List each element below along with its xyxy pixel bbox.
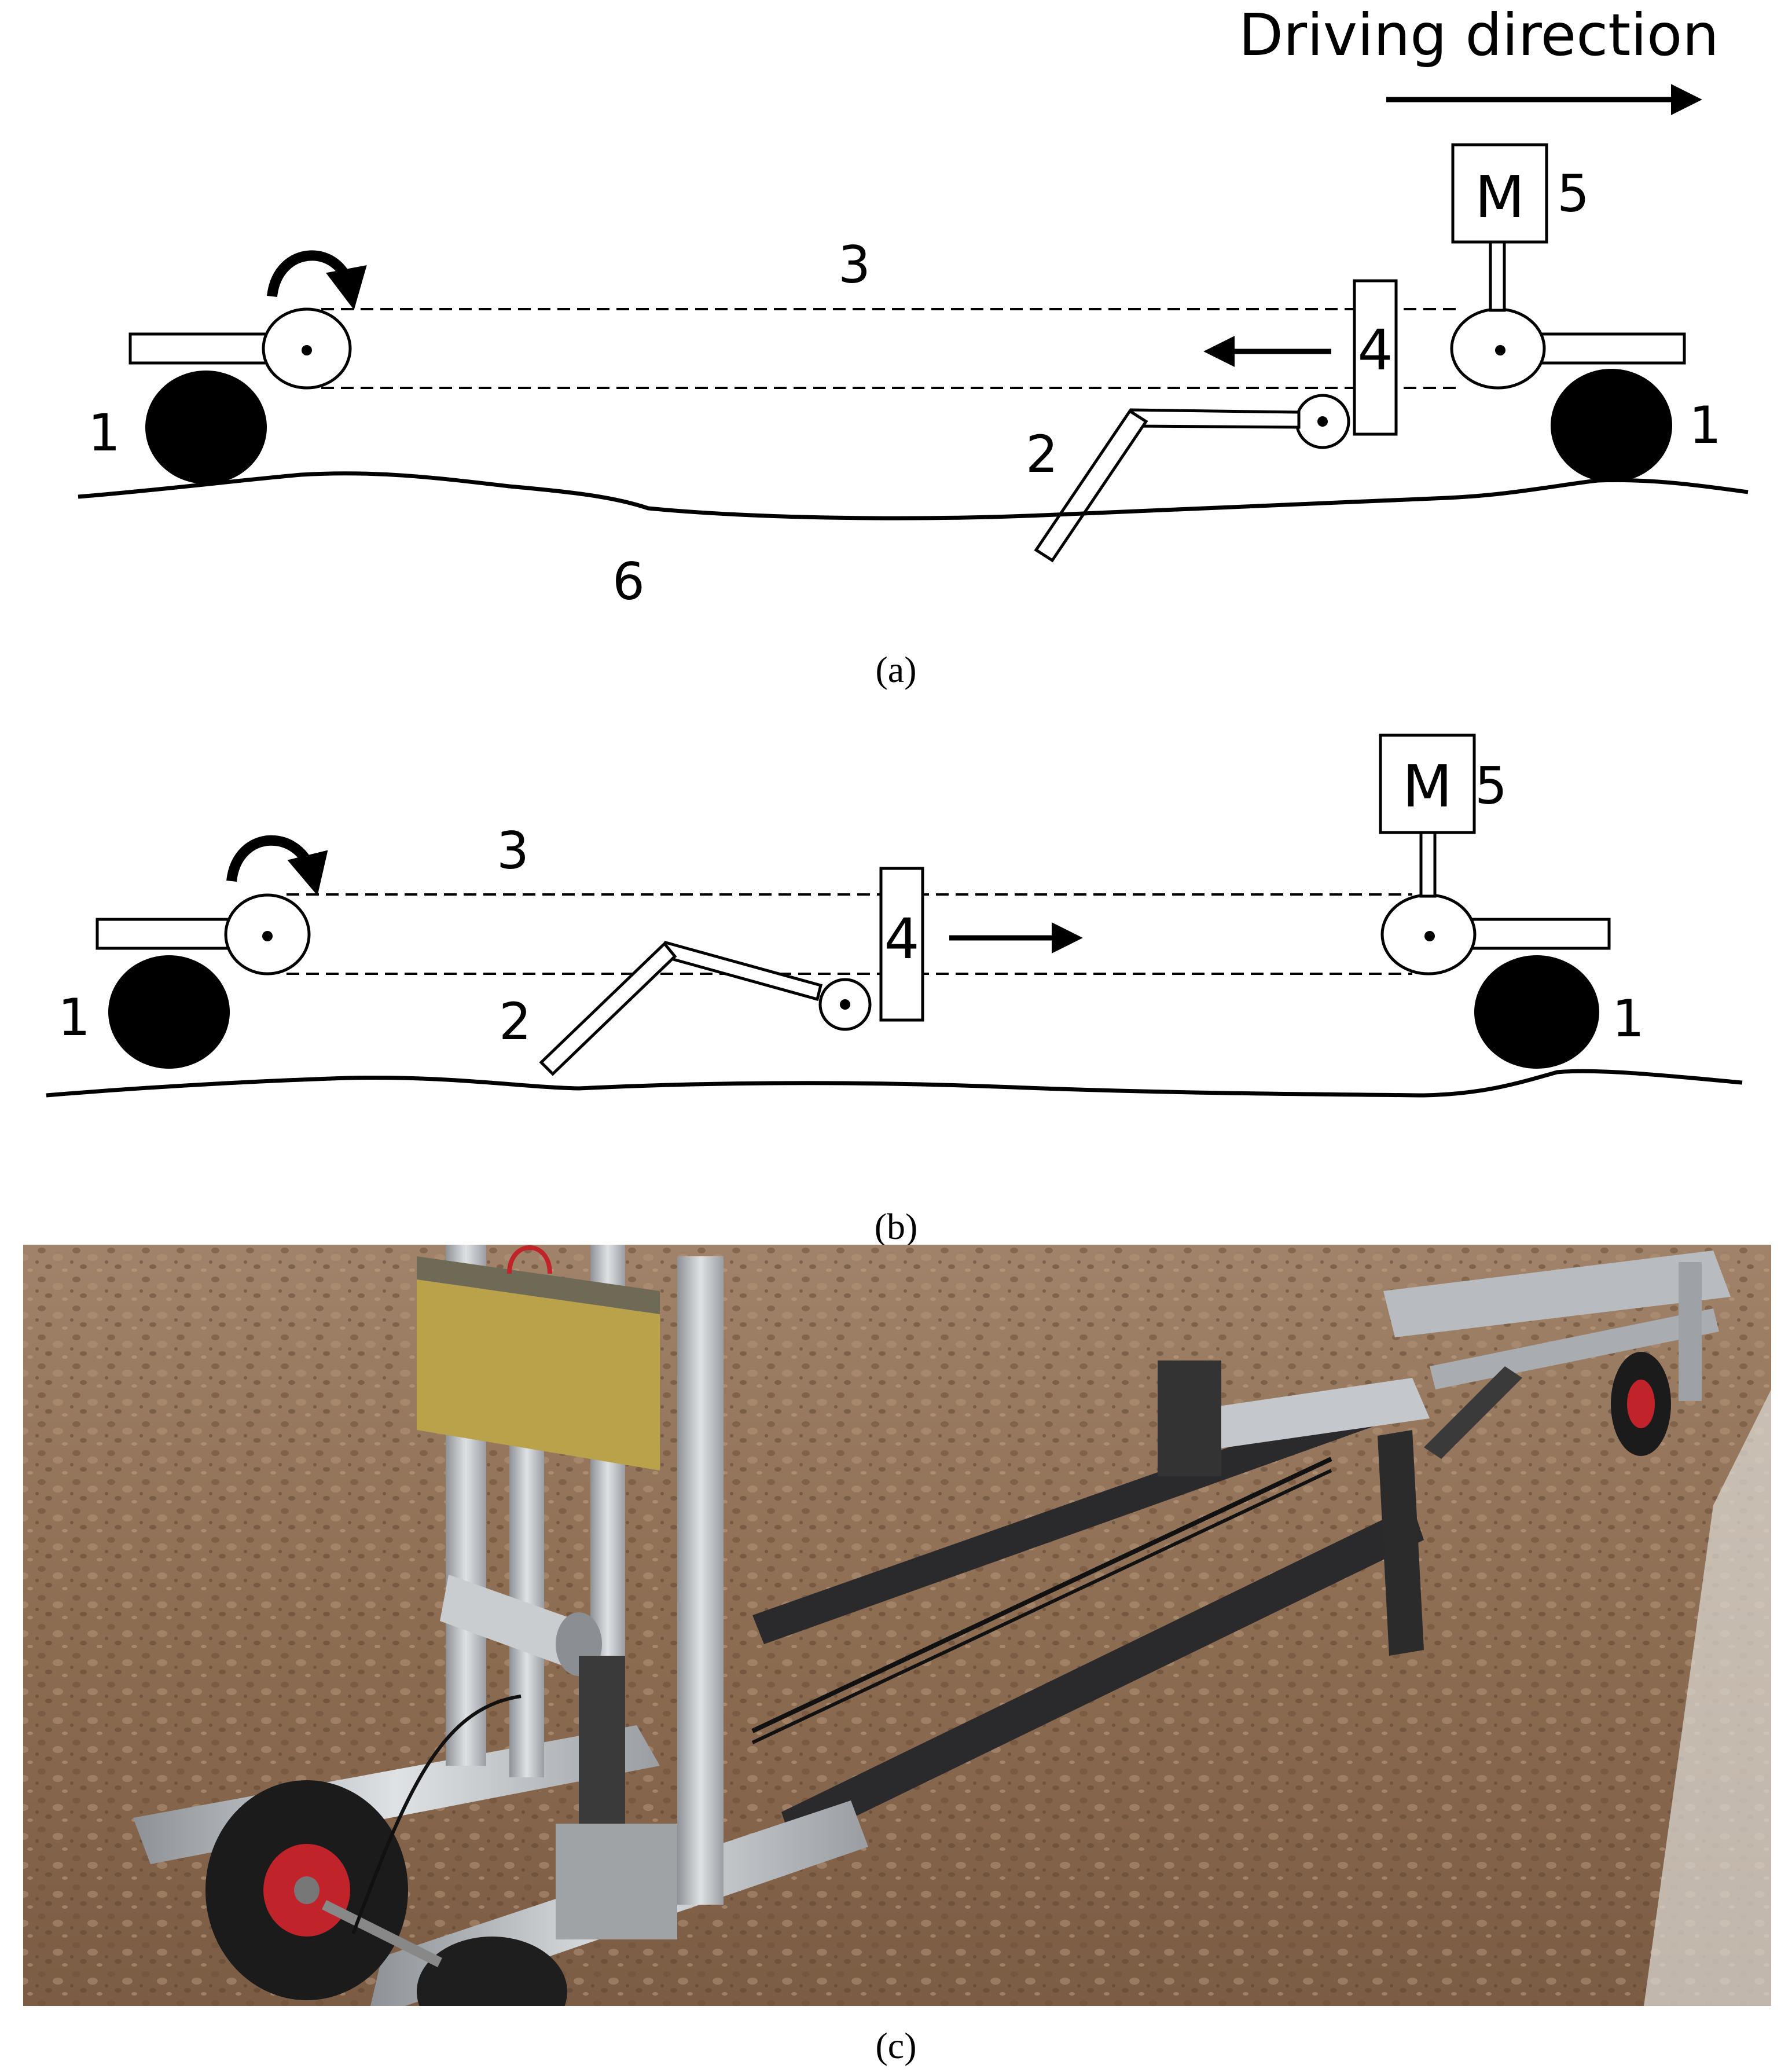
drive-chain-2 [751,1469,1332,1744]
motor-number-label: 5 [1475,756,1507,816]
motor-shaft [1419,831,1437,898]
sensor-cable [351,1695,522,1935]
rear-frame-top [1383,1250,1731,1337]
wheel-left-label: 1 [58,988,90,1047]
carriage [1353,279,1398,436]
wheel-left [145,371,267,484]
wheel-right [1551,369,1672,482]
wall-right [1644,1389,1771,2006]
tool-upper-arm [661,940,823,1002]
carriage-block [1158,1360,1221,1476]
carriage-label: 4 [884,907,919,971]
front-wheel-second [417,1937,567,2006]
motor-label: M [1402,753,1452,820]
drive-chain-1 [751,1457,1332,1733]
tool-pivot-axle [1317,416,1328,427]
chain-label: 3 [838,235,871,295]
drive-housing [556,1824,677,1939]
tool-upper-arm [1129,408,1301,429]
sprocket-right-axle [1424,931,1435,941]
caption-c: (c) [875,2025,916,2066]
caption-a: (a) [875,649,916,690]
battery [417,1279,660,1470]
frame-arm-left [128,332,282,365]
motor-shaft [1489,240,1506,312]
driving-direction-label: Driving direction [1239,1,1719,69]
panel-a: Driving direction 3 1 M 5 1 4 [78,1,1749,690]
sprocket-right-axle [1495,345,1505,355]
steel-tube-upper [752,1387,1412,1644]
battery-top [417,1256,660,1314]
tool-link [1424,1366,1522,1459]
tool-blade [1034,409,1148,563]
wheel-left-label: 1 [88,403,120,463]
front-wheel-axle [294,1876,320,1904]
wheel-right-label: 1 [1689,395,1721,455]
wheel-right [1474,955,1599,1069]
rear-frame-post [1679,1262,1702,1401]
soil-label: 6 [612,552,645,611]
sprocket-left-axle [302,345,312,355]
mast-post-right [677,1256,724,1905]
tool-blade [539,941,677,1076]
panel-c-photo: (c) [23,1245,1771,2066]
motor-number-label: 5 [1557,164,1589,223]
battery-cable [507,1245,552,1274]
wheel-left [108,955,230,1069]
chain-label: 3 [497,821,529,881]
tool-arm [1378,1430,1424,1656]
wheel-right-label: 1 [1612,989,1644,1048]
sprocket-left-axle [262,931,273,941]
frame-arm-right [1535,332,1686,365]
tool-label: 2 [1026,424,1058,484]
front-axle [321,1899,443,1968]
carriage [879,867,924,1022]
soil-surface-a [78,471,1749,520]
motor-label: M [1475,163,1525,231]
carriage-plate [1175,1378,1430,1453]
rotation-arrow-icon [226,835,328,896]
caption-b: (b) [875,1206,918,1247]
steel-tube-lower [781,1505,1424,1847]
carriage-label: 4 [1357,318,1393,383]
frame-arm-right [1466,918,1611,950]
dc-motor [440,1575,579,1667]
rotation-arrow-icon [267,250,367,310]
soil-surface-b [46,1069,1743,1098]
tool-pivot-axle [840,999,850,1010]
panel-b: 3 1 M 5 1 4 2 (b) [46,734,1743,1247]
rear-wheel-hub [1627,1380,1655,1428]
tool-label: 2 [499,992,531,1051]
